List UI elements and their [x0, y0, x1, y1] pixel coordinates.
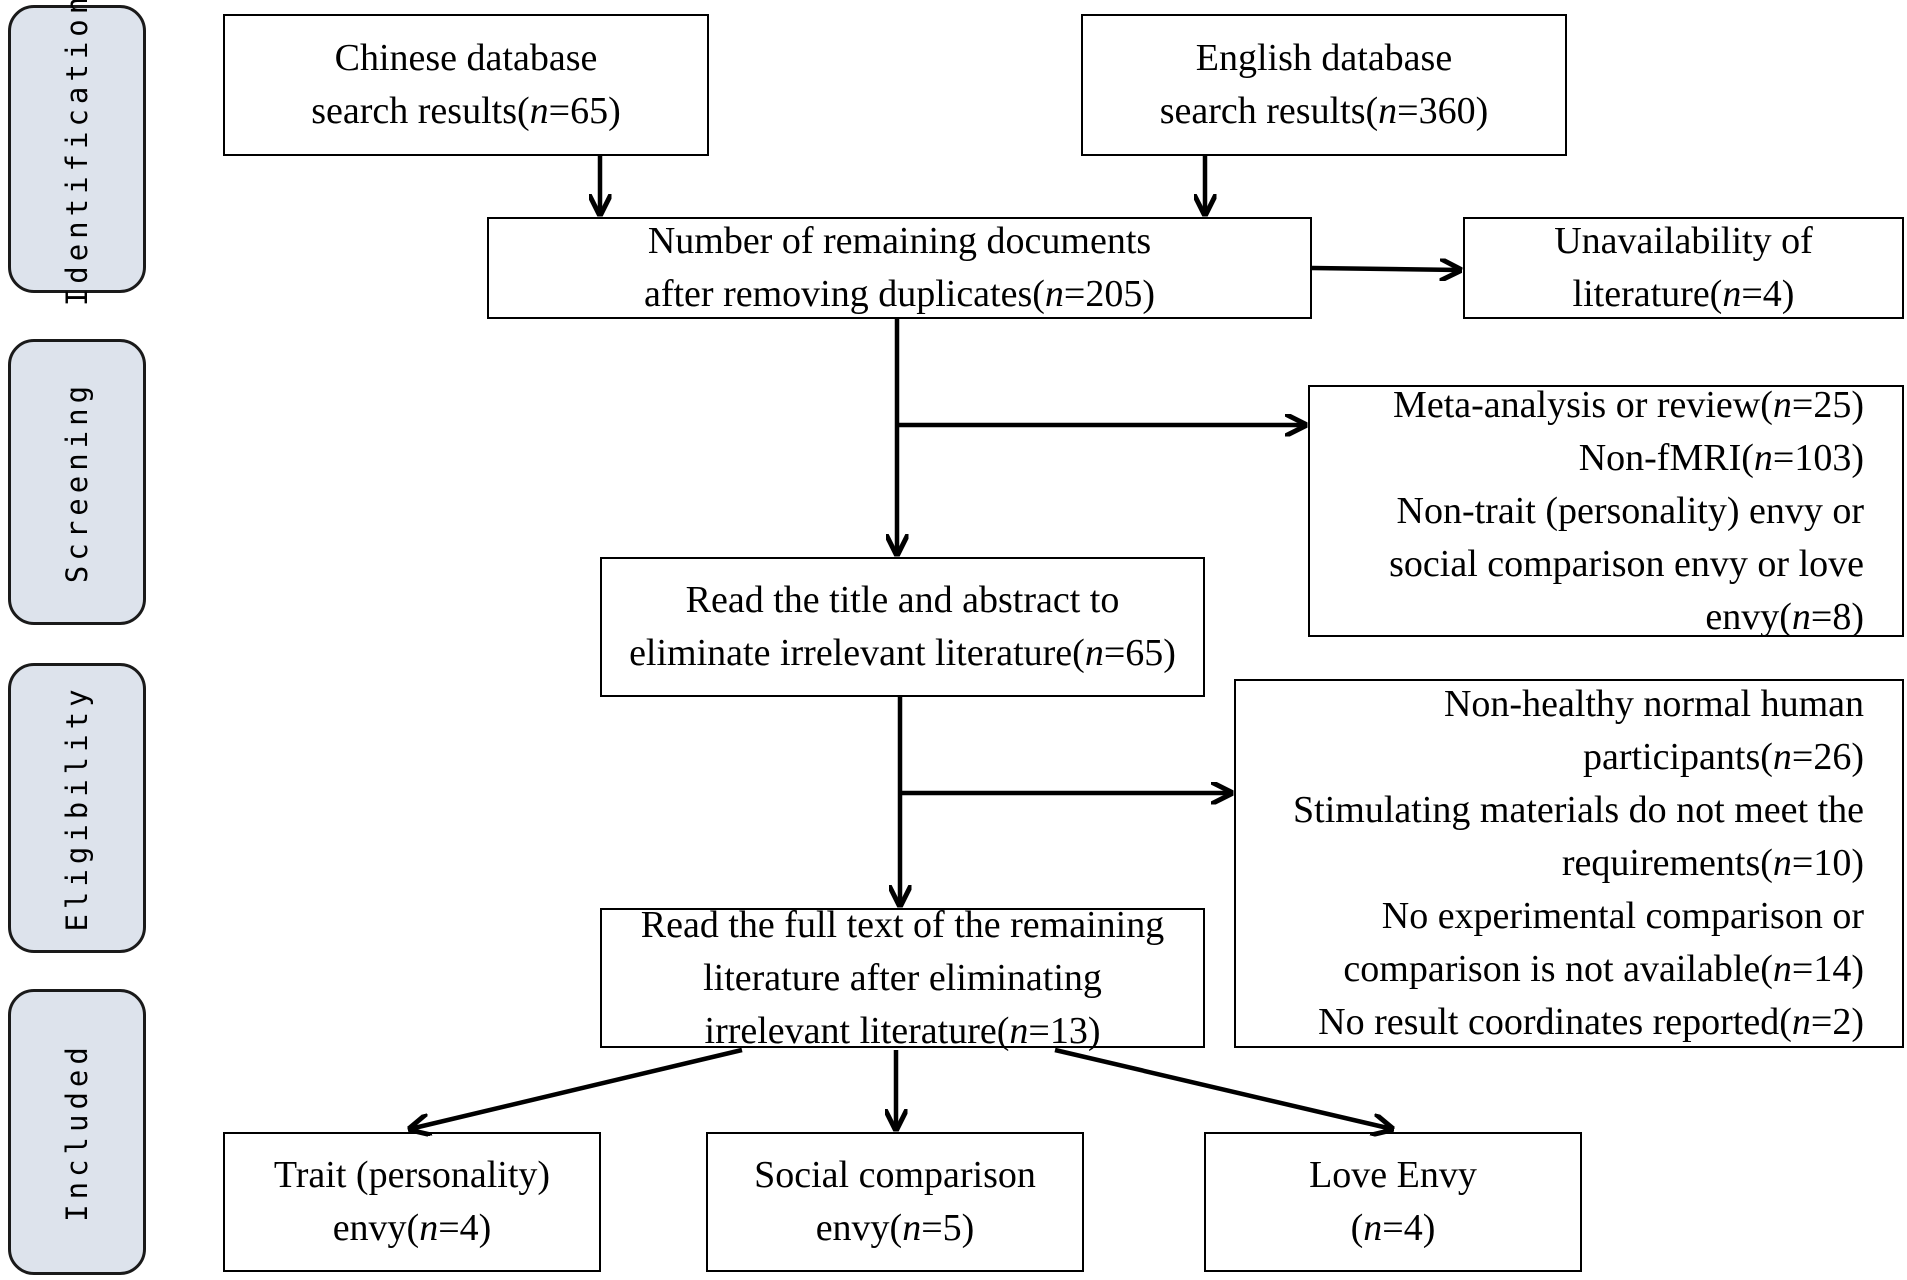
- line-text: search results(: [311, 90, 530, 132]
- count-value: =4): [1741, 273, 1795, 315]
- arrow-to-love: [1054, 1047, 1392, 1129]
- social-comparison-envy-box: Social comparison envy(n=5): [706, 1132, 1084, 1272]
- box-line: participants(n=26): [1583, 731, 1864, 784]
- line-text: search results(: [1159, 90, 1379, 132]
- box-line: Chinese database: [334, 37, 598, 79]
- line-text: after removing duplicates(: [643, 273, 1045, 315]
- line-text: participants(: [1582, 736, 1773, 778]
- title-abstract-box: Read the title and abstract to eliminate …: [600, 557, 1205, 697]
- line-text: envy(: [1705, 595, 1792, 638]
- box-line: search results(n=65): [311, 85, 621, 138]
- count-value: =4): [438, 1207, 492, 1249]
- box-line: after removing duplicates(n=205): [644, 268, 1155, 321]
- count-variable: n: [1044, 273, 1064, 315]
- count-variable: n: [529, 90, 549, 132]
- box-line: Love Envy: [1309, 1154, 1477, 1196]
- count-variable: n: [1753, 436, 1773, 479]
- box-line: Non-trait (personality) envy or: [1396, 489, 1864, 532]
- box-line: literature after eliminating: [703, 956, 1102, 999]
- box-line: literature(n=4): [1573, 268, 1795, 321]
- line-text: irrelevant literature(: [704, 1009, 1010, 1052]
- count-value: =65): [1103, 632, 1176, 674]
- count-value: =26): [1791, 736, 1864, 778]
- count-variable: n: [1363, 1207, 1383, 1249]
- box-line: Stimulating materials do not meet the: [1293, 789, 1864, 831]
- box-line: eliminate irrelevant literature(n=65): [629, 627, 1176, 680]
- screening-exclusions-box: Meta-analysis or review(n=25)Non-fMRI(n=…: [1308, 384, 1904, 638]
- line-text: Non-fMRI(: [1578, 436, 1754, 479]
- count-value: =103): [1772, 436, 1864, 479]
- arrow-remaining-to-unavailable: [1311, 268, 1460, 270]
- box-line: comparison is not available(n=14): [1343, 943, 1864, 996]
- box-line: envy(n=5): [816, 1202, 975, 1255]
- count-value: =25): [1791, 383, 1864, 426]
- line-text: eliminate irrelevant literature(: [629, 632, 1085, 674]
- box-line: Social comparison: [754, 1154, 1036, 1196]
- box-line: Non-fMRI(n=103): [1579, 432, 1864, 485]
- line-text: literature(: [1572, 273, 1723, 315]
- line-text: No result coordinates reported(: [1318, 1001, 1792, 1043]
- unavailability-box: Unavailability of literature(n=4): [1463, 217, 1904, 319]
- count-variable: n: [1009, 1009, 1029, 1052]
- box-line: Read the title and abstract to: [685, 579, 1120, 621]
- count-variable: n: [1791, 595, 1811, 638]
- count-value: =65): [548, 90, 621, 132]
- count-value: =14): [1791, 948, 1864, 990]
- count-value: =8): [1810, 595, 1864, 638]
- phase-screening: Screening: [8, 339, 146, 625]
- count-variable: n: [1791, 1001, 1811, 1043]
- box-line: No result coordinates reported(n=2): [1318, 996, 1864, 1049]
- box-line: Meta-analysis or review(n=25): [1393, 379, 1864, 432]
- count-variable: n: [1772, 842, 1792, 884]
- box-line: (n=4): [1351, 1202, 1436, 1255]
- box-line: Number of remaining documents: [647, 220, 1152, 262]
- box-line: requirements(n=10): [1562, 837, 1864, 890]
- count-variable: n: [419, 1207, 439, 1249]
- arrow-to-trait: [410, 1047, 743, 1129]
- count-value: =205): [1063, 273, 1156, 315]
- remaining-documents-box: Number of remaining documents after remov…: [487, 217, 1312, 319]
- box-line: envy(n=8): [1705, 591, 1864, 644]
- line-text: requirements(: [1561, 842, 1773, 884]
- count-value: =5): [921, 1207, 975, 1249]
- box-line: irrelevant literature(n=13): [705, 1005, 1101, 1058]
- box-line: Read the full text of the remaining: [640, 903, 1165, 946]
- phase-eligibility: Eligibility: [8, 663, 146, 953]
- count-variable: n: [1772, 948, 1792, 990]
- phase-included: Included: [8, 989, 146, 1275]
- box-line: envy(n=4): [333, 1202, 492, 1255]
- count-value: =13): [1028, 1009, 1101, 1052]
- count-value: =10): [1791, 842, 1864, 884]
- box-line: Trait (personality): [273, 1154, 551, 1196]
- count-value: =360): [1397, 90, 1489, 132]
- english-database-box: English database search results(n=360): [1081, 14, 1567, 156]
- line-text: envy(: [815, 1207, 903, 1249]
- line-text: envy(: [332, 1207, 420, 1249]
- chinese-database-box: Chinese database search results(n=65): [223, 14, 709, 156]
- box-line: English database: [1195, 37, 1453, 79]
- count-variable: n: [1378, 90, 1398, 132]
- box-line: No experimental comparison or: [1381, 895, 1864, 937]
- line-text: (: [1350, 1207, 1364, 1249]
- count-value: =4): [1382, 1207, 1436, 1249]
- phase-identification: Identification: [8, 0, 146, 306]
- love-envy-box: Love Envy (n=4): [1204, 1132, 1582, 1272]
- full-text-box: Read the full text of the remaining liter…: [600, 904, 1205, 1052]
- count-variable: n: [1084, 632, 1104, 674]
- box-line: search results(n=360): [1160, 85, 1489, 138]
- count-variable: n: [1772, 736, 1792, 778]
- line-text: Meta-analysis or review(: [1393, 383, 1773, 426]
- count-variable: n: [1722, 273, 1742, 315]
- count-value: =2): [1810, 1001, 1864, 1043]
- count-variable: n: [1772, 383, 1792, 426]
- box-line: social comparison envy or love: [1389, 542, 1864, 585]
- box-line: Unavailability of: [1554, 220, 1813, 262]
- box-line: Non-healthy normal human: [1443, 683, 1864, 725]
- count-variable: n: [902, 1207, 922, 1249]
- line-text: comparison is not available(: [1343, 948, 1773, 990]
